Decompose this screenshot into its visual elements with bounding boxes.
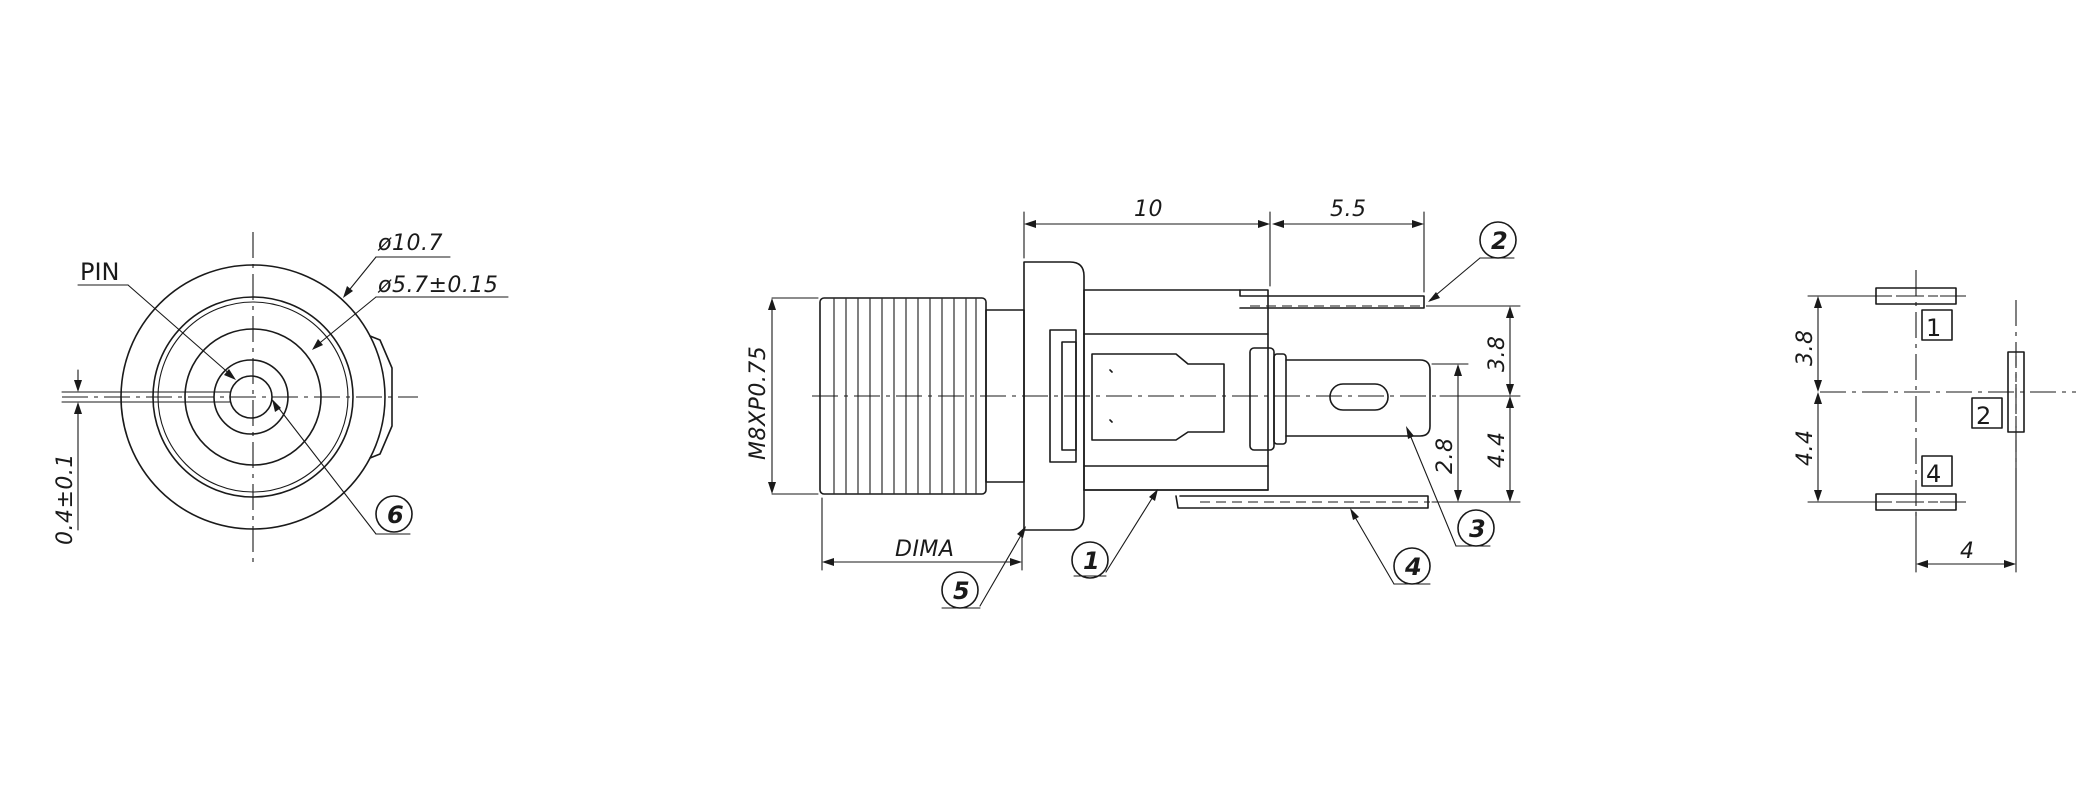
side-view: 10 5.5 M8XP0.75 DIMA 3.8 4.4 <box>746 197 1521 609</box>
balloon-3: 3 <box>1469 515 1486 543</box>
terminal-offset-dim: 2.8 <box>1433 438 1458 475</box>
balloon-2: 2 <box>1491 227 1508 255</box>
pin-offset-dim: 0.4±0.1 <box>53 453 78 545</box>
thread-ridges <box>833 298 977 494</box>
inner-diameter-dim: ø5.7±0.15 <box>377 273 498 298</box>
balloon-1: 1 <box>1083 547 1100 575</box>
front-view: 0.4±0.1 PIN ø10.7 ø5.7±0.15 6 <box>53 231 509 562</box>
pad-4-label: 4 <box>1926 460 1941 488</box>
balloon-5: 5 <box>953 577 970 605</box>
pcb-horizontal-spacing-dim: 4 <box>1960 539 1975 564</box>
outer-diameter-dim: ø10.7 <box>377 231 443 256</box>
pin-label: PIN <box>80 258 120 286</box>
pcb-layout: 1 2 4 3.8 4.4 4 <box>1793 270 2076 573</box>
pcb-lower-spacing-dim: 4.4 <box>1793 430 1818 467</box>
terminal-length-dim: 5.5 <box>1330 197 1367 222</box>
balloon-4: 4 <box>1404 553 1422 581</box>
pad-1-label: 1 <box>1926 314 1941 342</box>
upper-height-dim: 3.8 <box>1485 336 1510 373</box>
balloon-6: 6 <box>387 501 404 529</box>
pad-2-label: 2 <box>1976 402 1991 430</box>
thread-dim: M8XP0.75 <box>746 346 771 460</box>
lower-height-dim: 4.4 <box>1485 432 1510 469</box>
body-length-dim: 10 <box>1134 197 1163 222</box>
pcb-upper-spacing-dim: 3.8 <box>1793 330 1818 367</box>
panel-dim: DIMA <box>895 537 954 562</box>
